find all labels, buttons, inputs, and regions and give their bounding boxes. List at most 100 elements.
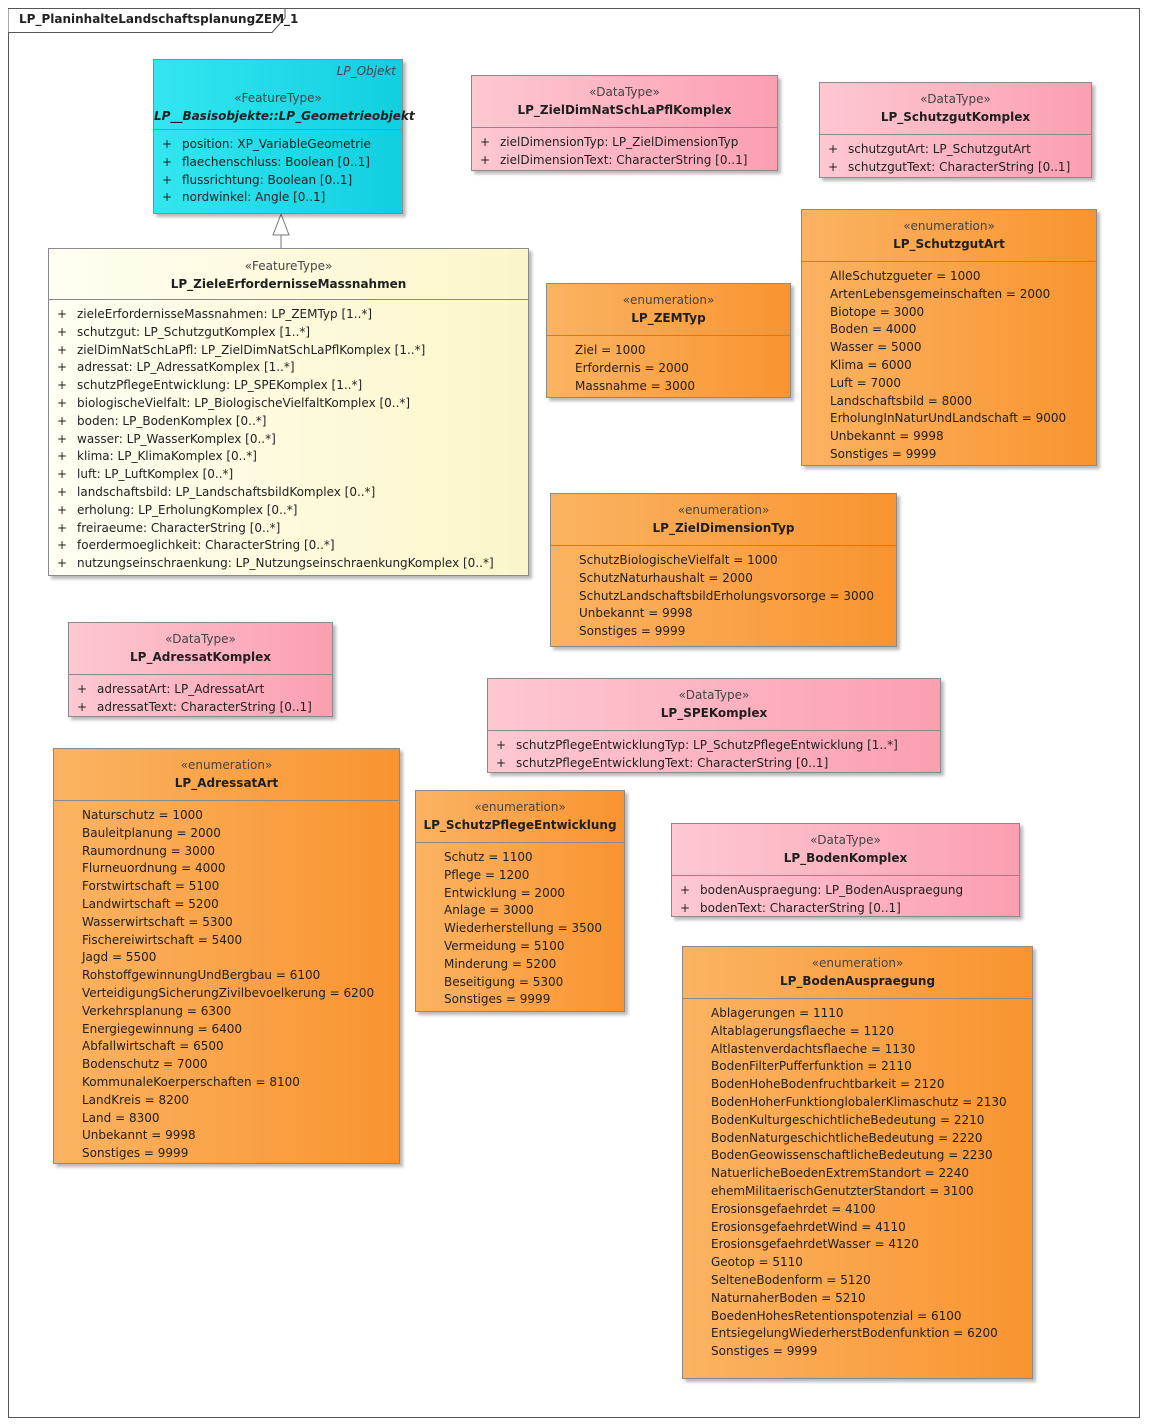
attribute-list: +position: XP_VariableGeometrie+flaechen… [154,130,402,207]
class-stereotype: «enumeration» [180,758,273,772]
enum-literal: BodenKulturgeschichtlicheBedeutung = 221… [683,1112,1032,1130]
attribute-text: adressatText: CharacterString [0..1] [97,699,312,714]
enum-literal: Fischereiwirtschaft = 5400 [54,932,399,950]
enum-literal: Wasserwirtschaft = 5300 [54,914,399,932]
class-lp-adressatart[interactable]: «enumeration» LP_AdressatArt Naturschutz… [53,748,400,1164]
enum-literal: ErosionsgefaehrdetWasser = 4120 [683,1236,1032,1254]
literal-text: LandKreis = 8200 [82,1092,189,1107]
class-name: LP_AdressatArt [174,776,279,790]
class-lp-ziele-erfordernisse-massnahmen[interactable]: «FeatureType» LP_ZieleErfordernisseMassn… [48,248,529,576]
class-stereotype: «DataType» [810,833,881,847]
enum-literal: SelteneBodenform = 5120 [683,1272,1032,1290]
visibility-marker: + [57,324,68,339]
attribute-text: zieleErfordernisseMassnahmen: LP_ZEMTyp … [77,307,373,321]
literal-text: Sonstiges = 9999 [711,1344,818,1359]
enum-literal: Jagd = 5500 [54,949,399,967]
attribute-row: +freiraeume: CharacterString [0..*] [49,520,528,538]
literal-text: Altlastenverdachtsflaeche = 1130 [711,1041,916,1056]
class-lp-bodenauspraegung[interactable]: «enumeration» LP_BodenAuspraegung Ablage… [682,946,1033,1379]
class-name: LP_SPEKomplex [660,706,768,720]
class-lp-adressatkomplex[interactable]: «DataType» LP_AdressatKomplex +adressatA… [68,622,333,717]
attribute-text: freiraeume: CharacterString [0..*] [77,520,281,535]
attribute-text: biologischeVielfalt: LP_BiologischeVielf… [77,395,411,410]
literal-text: SelteneBodenform = 5120 [711,1272,871,1287]
literal-text: Minderung = 5200 [444,956,557,971]
visibility-marker: + [57,467,68,482]
literal-text: BodenNaturgeschichtlicheBedeutung = 2220 [711,1130,983,1145]
class-header: «DataType» LP_SPEKomplex [488,679,940,731]
visibility-marker: + [496,755,507,770]
class-lp-bodenkomplex[interactable]: «DataType» LP_BodenKomplex +bodenAusprae… [671,823,1020,917]
class-lp-schutzgutkomplex[interactable]: «DataType» LP_SchutzgutKomplex +schutzgu… [819,82,1092,178]
attribute-list: +adressatArt: LP_AdressatArt+adressatTex… [69,675,332,717]
attribute-text: schutzPflegeEntwicklung: LP_SPEKomplex [… [77,378,363,393]
literal-text: Jagd = 5500 [82,950,157,965]
attribute-row: +schutzgut: LP_SchutzgutKomplex [1..*] [49,324,528,342]
literal-text: NaturnaherBoden = 5210 [711,1290,866,1305]
literal-text: Vermeidung = 5100 [444,938,565,953]
class-lp-spekomplex[interactable]: «DataType» LP_SPEKomplex + schutzPflegeEn… [487,678,941,773]
literal-text: Energiegewinnung = 6400 [82,1021,243,1036]
class-header: «enumeration» LP_SchutzPflegeEntwicklung [416,791,624,843]
class-header: «enumeration» LP_ZielDimensionTyp [551,494,896,546]
attribute-list: +bodenAuspraegung: LP_BodenAuspraegung+b… [672,876,1019,918]
class-stereotype: «enumeration» [622,293,715,307]
visibility-marker: + [57,360,68,375]
attribute-row: +schutzgutText: CharacterString [0..1] [820,159,1091,177]
class-name: LP_BodenKomplex [783,851,908,865]
visibility-marker: + [57,449,68,464]
literal-text: Luft = 7000 [830,375,902,390]
literal-text: BodenKulturgeschichtlicheBedeutung = 221… [711,1112,985,1127]
class-lp-geometrieobjekt[interactable]: LP_Objekt «FeatureType» LP__Basisobjekte… [153,59,415,214]
class-lp-schutzpflegeentwicklung[interactable]: «enumeration» LP_SchutzPflegeEntwicklung… [415,790,625,1012]
literal-text: VerteidigungSicherungZivilbevoelkerung =… [82,985,375,1000]
literal-text: Anlage = 3000 [444,903,534,918]
enum-literal: Beseitigung = 5300 [416,974,624,992]
attribute-row: +schutzPflegeEntwicklung: LP_SPEKomplex … [49,377,528,395]
attribute-text: boden: LP_BodenKomplex [0..*] [77,413,267,428]
class-stereotype: «FeatureType» [244,259,333,273]
class-lp-zieldimnatschlapflkomplex[interactable]: «DataType» LP_ZielDimNatSchLaPflKomplex … [471,75,778,171]
attribute-text: luft: LP_LuftKomplex [0..*] [77,467,234,482]
literal-text: Wasserwirtschaft = 5300 [82,914,233,929]
literal-text: Ziel = 1000 [575,343,646,357]
attribute-list: +zielDimensionTyp: LP_ZielDimensionTyp+z… [472,128,777,170]
visibility-marker: + [162,137,173,151]
class-name: LP_ZielDimNatSchLaPflKomplex [517,103,732,117]
enum-literal: NatuerlicheBoedenExtremStandort = 2240 [683,1165,1032,1183]
attribute-row: +zielDimensionTyp: LP_ZielDimensionTyp [472,134,777,152]
literal-text: Sonstiges = 9999 [82,1146,189,1161]
attribute-text: schutzPflegeEntwicklungText: CharacterSt… [516,755,829,770]
class-lp-schutzgutart[interactable]: «enumeration» LP_SchutzgutArt AlleSchutz… [801,209,1097,466]
literal-text: Unbekannt = 9998 [82,1128,196,1143]
attribute-text: zielDimensionTyp: LP_ZielDimensionTyp [500,135,739,149]
attribute-text: zielDimensionText: CharacterString [0..1… [500,152,748,167]
visibility-marker: + [57,342,68,357]
class-stereotype: «DataType» [678,688,750,702]
attribute-row: +adressatText: CharacterString [0..1] [69,699,332,717]
literal-text: AlleSchutzgueter = 1000 [830,269,981,283]
class-header: «DataType» LP_AdressatKomplex [69,623,332,675]
attribute-text: schutzPflegeEntwicklungTyp: LP_SchutzPfl… [516,738,898,752]
literal-text: Bodenschutz = 7000 [82,1057,208,1072]
diagram-frame [8,8,1140,1418]
enum-literal: Sonstiges = 9999 [551,623,896,641]
enum-literal: Landwirtschaft = 5200 [54,896,399,914]
literal-text: Landschaftsbild = 8000 [830,393,973,408]
literal-text: Pflege = 1200 [444,867,530,882]
enum-literal: Abfallwirtschaft = 6500 [54,1038,399,1056]
visibility-marker: + [57,413,68,428]
class-name: LP_AdressatKomplex [130,650,271,664]
attribute-text: flaechenschluss: Boolean [0..1] [182,154,370,169]
enum-literal: Erfordernis = 2000 [547,360,790,378]
attribute-row: +bodenText: CharacterString [0..1] [672,900,1019,918]
class-header: «enumeration» LP_SchutzgutArt [802,210,1096,262]
class-lp-zieldimensiontyp[interactable]: «enumeration» LP_ZielDimensionTyp Schutz… [550,493,897,647]
literal-text: SchutzLandschaftsbildErholungsvorsorge =… [579,588,874,603]
class-stereotype: «FeatureType» [234,91,322,105]
